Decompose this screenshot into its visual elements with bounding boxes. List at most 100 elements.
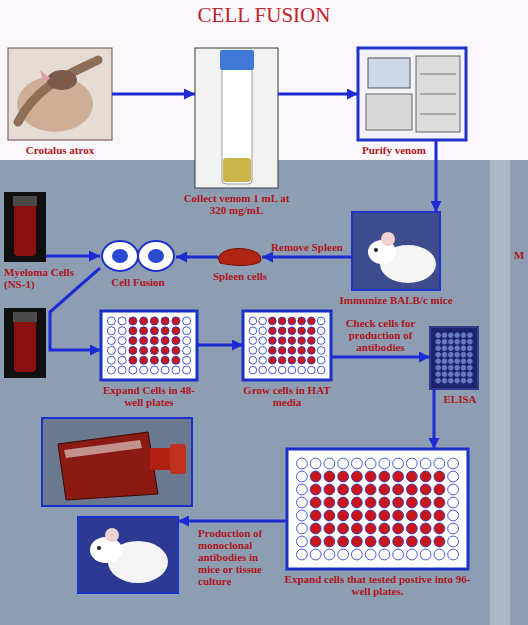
flask-photo [42, 418, 192, 506]
well [448, 549, 459, 560]
well [434, 497, 445, 508]
well [448, 523, 459, 534]
flow-arrow [433, 389, 436, 449]
well [338, 458, 349, 469]
well [183, 337, 191, 345]
well [140, 337, 148, 345]
well [379, 510, 390, 521]
flow-arrow [50, 268, 101, 350]
well [467, 372, 472, 377]
well [461, 346, 466, 351]
well [467, 365, 472, 370]
well [324, 549, 335, 560]
well [393, 523, 404, 534]
flow-arrow [46, 255, 100, 258]
picture-node: Crotalus atrox [8, 48, 112, 140]
well [249, 327, 257, 335]
well [420, 549, 431, 560]
well [107, 346, 115, 354]
well [118, 317, 126, 325]
well [351, 549, 362, 560]
venom-liquid [223, 158, 251, 182]
well [129, 356, 137, 364]
well [461, 333, 466, 338]
well [140, 356, 148, 364]
well [406, 497, 417, 508]
well [296, 536, 307, 547]
well [365, 549, 376, 560]
well [269, 366, 277, 374]
flask-neck [150, 448, 172, 470]
well [308, 366, 316, 374]
well [455, 352, 460, 357]
well [249, 356, 257, 364]
nucleus [148, 249, 164, 263]
picture-node: Grow cells in HAT media [243, 311, 331, 380]
well [406, 471, 417, 482]
well [434, 536, 445, 547]
well [259, 366, 267, 374]
side-strip [490, 160, 510, 625]
flow-arrow [112, 93, 195, 96]
well [308, 347, 316, 355]
node-caption: Expand cells that tested postive into 96… [278, 573, 478, 597]
well [393, 497, 404, 508]
node-caption: Collect venom 1 mL at 320 mg/mL [177, 192, 297, 216]
rack-shelf [420, 74, 456, 75]
well [129, 317, 137, 325]
well [129, 366, 137, 374]
well [436, 339, 441, 344]
flow-arrow [262, 256, 352, 259]
mouse-photo [78, 517, 178, 593]
mouse-eye [97, 546, 101, 550]
well [324, 523, 335, 534]
well [467, 339, 472, 344]
cell [102, 241, 138, 271]
well [379, 458, 390, 469]
well-plate [101, 311, 197, 380]
node-caption: ELISA [435, 393, 485, 405]
well [379, 497, 390, 508]
well [448, 339, 453, 344]
node-caption: Myeloma Cells (NS-1) [4, 266, 84, 290]
well [324, 458, 335, 469]
well [161, 327, 169, 335]
well [298, 366, 306, 374]
well [298, 317, 306, 325]
well [338, 536, 349, 547]
well [259, 356, 267, 364]
node-caption: Cell Fusion [98, 276, 178, 288]
well [183, 346, 191, 354]
well [296, 471, 307, 482]
well-grid [249, 317, 325, 374]
well [150, 327, 158, 335]
well [448, 510, 459, 521]
well [365, 497, 376, 508]
well [455, 339, 460, 344]
well [129, 337, 137, 345]
well [338, 484, 349, 495]
nucleus [112, 249, 128, 263]
well [448, 365, 453, 370]
well [183, 356, 191, 364]
well [259, 327, 267, 335]
well [442, 346, 447, 351]
tube-body [14, 320, 36, 372]
well [420, 536, 431, 547]
well [455, 346, 460, 351]
well [365, 523, 376, 534]
well [259, 317, 267, 325]
elisa-plate [430, 327, 478, 389]
well [461, 359, 466, 364]
well [308, 337, 316, 345]
tube-photo [4, 308, 46, 378]
well [442, 365, 447, 370]
well [420, 471, 431, 482]
instrument-rack [416, 56, 460, 132]
well [420, 497, 431, 508]
flow-arrow [331, 356, 430, 359]
mouse-eye [374, 248, 378, 252]
well [365, 536, 376, 547]
well [317, 337, 325, 345]
well [467, 346, 472, 351]
